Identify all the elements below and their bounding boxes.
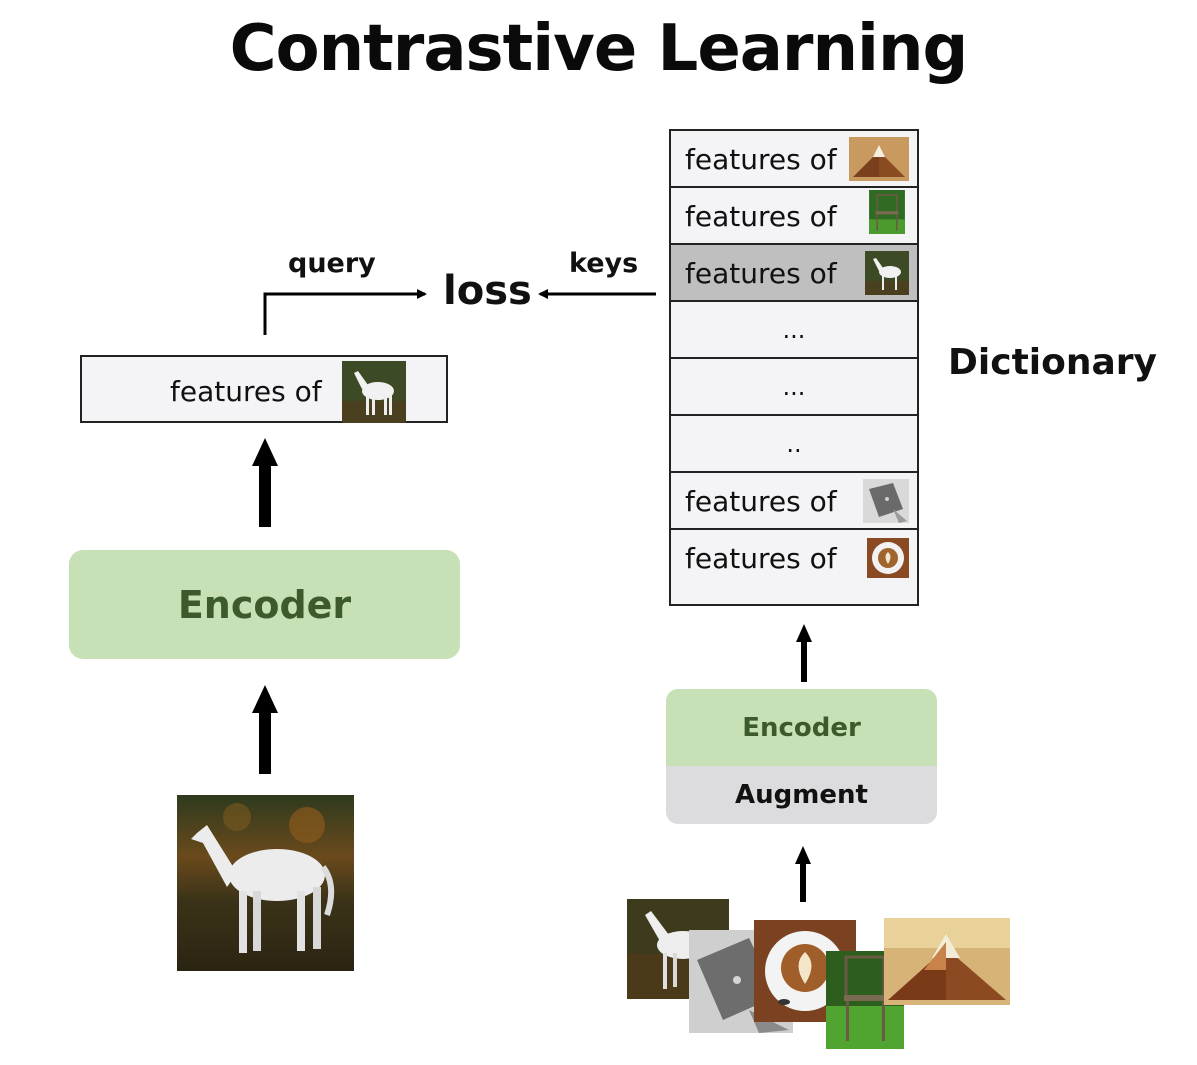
page-title: Contrastive Learning [229, 12, 969, 86]
dictionary-row: ... [671, 359, 917, 416]
dictionary-ellipsis: .. [786, 430, 802, 458]
augment-step: Augment [666, 766, 937, 824]
key-encoder-block: Encoder Augment [666, 689, 937, 824]
arrow-images-to-augment [795, 846, 811, 902]
dictionary-row-text: features of [685, 485, 837, 518]
dictionary-ellipsis: ... [782, 316, 806, 344]
coffee-thumbnail-icon [867, 538, 909, 578]
keys-label: keys [569, 248, 639, 279]
query-arrow [263, 289, 427, 335]
horse-thumbnail-icon [865, 251, 909, 295]
laptop-thumbnail-icon [863, 479, 909, 523]
query-features-text: features of [170, 375, 322, 408]
book-thumbnail-icon [849, 137, 909, 181]
chair-thumbnail-icon [869, 190, 905, 234]
arrow-image-to-encoder [252, 685, 278, 774]
dictionary-row: features of [671, 473, 917, 530]
input-horse-image [177, 795, 354, 971]
loss-label: loss [443, 268, 532, 314]
dictionary-queue: features of features of features of [669, 129, 919, 606]
horse-thumbnail-icon [342, 361, 406, 423]
dictionary-row: features of [671, 188, 917, 245]
dictionary-row: ... [671, 302, 917, 359]
dictionary-row-text: features of [685, 143, 837, 176]
dictionary-row-text: features of [685, 542, 837, 575]
dictionary-label: Dictionary [948, 342, 1157, 383]
dictionary-row: features of [671, 530, 917, 587]
book-key-image [884, 918, 1010, 1005]
arrow-encoder-to-dictionary [796, 624, 812, 682]
dictionary-ellipsis: ... [782, 373, 806, 401]
query-features-box: features of [80, 355, 448, 423]
key-encoder: Encoder [666, 689, 937, 766]
query-encoder: Encoder [69, 550, 460, 659]
arrow-encoder-to-query [252, 438, 278, 527]
dictionary-row-text: features of [685, 257, 837, 290]
dictionary-row-text: features of [685, 200, 837, 233]
dictionary-row-positive-key: features of [671, 245, 917, 302]
query-label: query [288, 248, 376, 279]
dictionary-row: features of [671, 131, 917, 188]
dictionary-row: .. [671, 416, 917, 473]
